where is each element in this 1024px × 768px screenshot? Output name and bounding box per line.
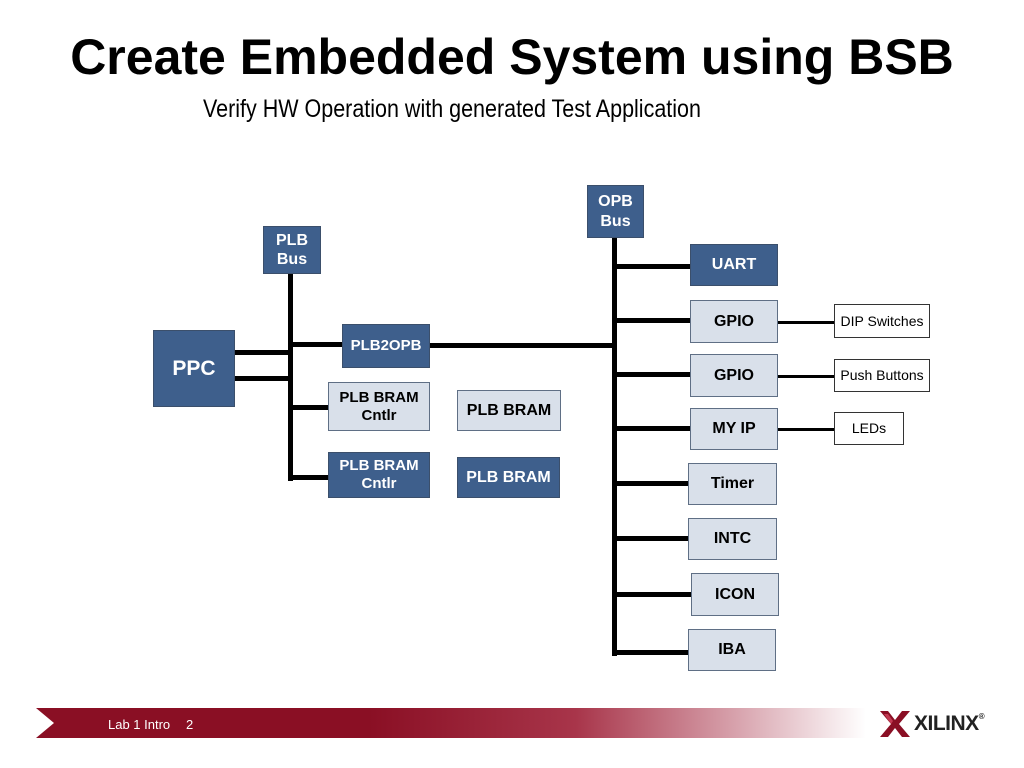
gpio-block: GPIO [690, 354, 778, 397]
gpio-block: GPIO [690, 300, 778, 343]
plb-plb2opb-connector [290, 342, 344, 347]
opb-branch-gpio1 [614, 318, 691, 323]
ppc-plb-connector [234, 376, 292, 381]
icon-block: ICON [691, 573, 779, 616]
timer-label: Timer [710, 475, 755, 493]
ppc-plb-connector [234, 350, 292, 355]
gpio-push-connector [778, 375, 836, 378]
myip-leds-connector [778, 428, 836, 431]
opb-branch-uart [614, 264, 691, 269]
plb2opb-block: PLB2OPB [342, 324, 430, 368]
footer-label: Lab 1 Intro [108, 717, 171, 732]
page-number: 2 [186, 717, 194, 732]
xilinx-logo: XILINX® [880, 708, 990, 740]
push-buttons-block: Push Buttons [834, 359, 930, 392]
gpio-label: GPIO [713, 312, 754, 330]
plb-bus-block: PLB Bus [263, 226, 321, 274]
opb-branch-intc [614, 536, 691, 541]
plb-cntlr2-connector [290, 475, 330, 480]
bram-block: PLB BRAM [457, 390, 561, 431]
opb-branch-timer [614, 481, 691, 486]
opb-branch-myip [614, 426, 691, 431]
slide-title: Create Embedded System using BSB [70, 29, 954, 85]
uart-label: UART [711, 256, 757, 274]
plb2opb-label: PLB2OPB [350, 337, 422, 354]
timer-block: Timer [688, 463, 777, 505]
my-ip-block: MY IP [690, 408, 778, 450]
plb-bus-label: PLB Bus [276, 231, 308, 268]
bram-cntlr-label: PLB BRAM Cntlr [339, 457, 419, 492]
opb-bus-block: OPB Bus [587, 185, 644, 238]
my-ip-label: MY IP [712, 420, 756, 438]
opb-branch-gpio2 [614, 372, 691, 377]
ppc-block: PPC [153, 330, 235, 407]
footer-bar [36, 708, 866, 738]
dip-switches-block: DIP Switches [834, 304, 930, 338]
opb-bus-line [612, 236, 617, 656]
icon-label: ICON [715, 585, 755, 603]
slide-subtitle: Verify HW Operation with generated Test … [203, 95, 701, 123]
bram-label: PLB BRAM [466, 401, 552, 419]
opb-branch-iba [614, 650, 691, 655]
bram-block: PLB BRAM [457, 457, 560, 498]
plb-cntlr1-connector [290, 405, 330, 410]
iba-block: IBA [688, 629, 776, 671]
leds-label: LEDs [851, 420, 887, 437]
bram-cntlr-block: PLB BRAM Cntlr [328, 452, 430, 498]
dip-switches-label: DIP Switches [840, 312, 924, 329]
uart-block: UART [690, 244, 778, 286]
footer-notch [36, 708, 54, 738]
push-buttons-label: Push Buttons [840, 367, 924, 384]
opb-bus-label: OPB Bus [598, 193, 633, 230]
ppc-label: PPC [172, 356, 216, 380]
xilinx-wordmark: XILINX® [914, 712, 985, 735]
opb-branch-icon [614, 592, 691, 597]
bram-cntlr-block: PLB BRAM Cntlr [328, 382, 430, 431]
intc-label: INTC [713, 530, 752, 548]
bram-label: PLB BRAM [466, 468, 551, 486]
bram-cntlr-label: PLB BRAM Cntlr [339, 388, 419, 424]
leds-block: LEDs [834, 412, 904, 445]
xilinx-mark-icon [880, 711, 910, 737]
gpio-dip-connector [778, 321, 836, 324]
iba-label: IBA [718, 641, 746, 659]
plb2opb-opb-connector [430, 343, 616, 348]
gpio-label: GPIO [713, 366, 754, 384]
intc-block: INTC [688, 518, 777, 560]
